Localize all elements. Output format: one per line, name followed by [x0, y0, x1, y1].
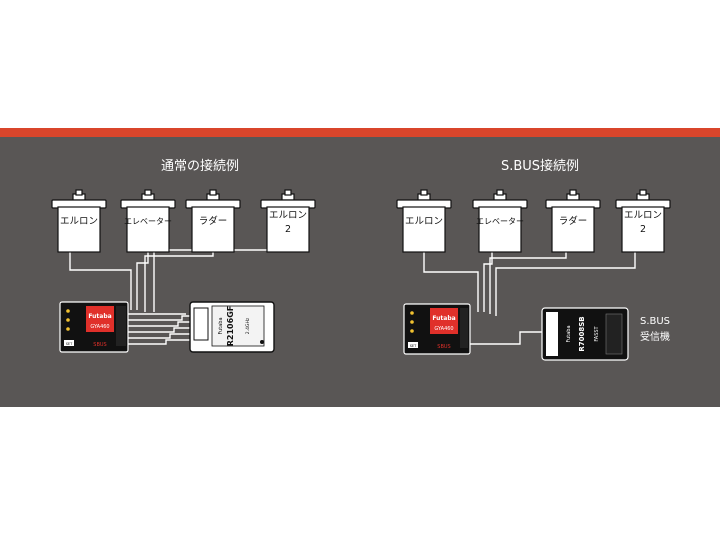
- svg-text:エレベーター: エレベーター: [124, 217, 172, 226]
- svg-text:Futaba: Futaba: [218, 317, 224, 334]
- right-gyro-unit: Futaba GYA460 SBUS SET: [403, 303, 471, 355]
- diagram-panel: [0, 137, 720, 407]
- svg-text:Futaba: Futaba: [566, 325, 572, 342]
- right-servo-rudder: ラダー: [545, 189, 601, 253]
- right-title: S.BUS接続例: [501, 158, 579, 174]
- left-receiver: R2106GF Futaba 2.4GHz: [189, 301, 275, 353]
- svg-text:SET: SET: [410, 344, 417, 348]
- left-servo-rudder: ラダー: [185, 189, 241, 253]
- left-servo-elevator: エレベーター: [120, 189, 176, 253]
- svg-text:受信機: 受信機: [640, 330, 670, 343]
- svg-text:R7008SB: R7008SB: [578, 316, 586, 351]
- svg-text:エルロン: エルロン: [624, 210, 662, 221]
- svg-text:ラダー: ラダー: [199, 215, 228, 227]
- svg-text:SBUS: SBUS: [93, 342, 106, 348]
- left-servo-aileron: エルロン: [51, 189, 107, 253]
- svg-text:エルロン: エルロン: [405, 216, 443, 227]
- svg-text:GYA460: GYA460: [90, 324, 109, 330]
- svg-text:2.4GHz: 2.4GHz: [245, 317, 251, 334]
- svg-text:2: 2: [640, 224, 646, 235]
- left-title: 通常の接続例: [161, 158, 239, 174]
- svg-text:S.BUS: S.BUS: [640, 316, 670, 327]
- svg-text:エレベーター: エレベーター: [476, 217, 524, 226]
- svg-text:Futaba: Futaba: [88, 313, 111, 320]
- accent-stripe: [0, 128, 720, 137]
- svg-text:エルロン: エルロン: [60, 216, 98, 227]
- svg-text:Futaba: Futaba: [432, 315, 455, 322]
- right-servo-aileron-2: エルロン 2: [615, 189, 671, 253]
- right-servo-elevator: エレベーター: [472, 189, 528, 253]
- svg-text:ラダー: ラダー: [559, 215, 588, 227]
- svg-text:SBUS: SBUS: [437, 344, 450, 350]
- svg-text:FASST: FASST: [594, 325, 600, 341]
- svg-text:SET: SET: [66, 342, 73, 346]
- right-servo-aileron: エルロン: [396, 189, 452, 253]
- left-servo-aileron-2: エルロン 2: [260, 189, 316, 253]
- svg-text:GYA460: GYA460: [434, 326, 453, 332]
- svg-text:R2106GF: R2106GF: [226, 306, 235, 346]
- sbus-receiver-caption: S.BUS 受信機: [640, 316, 670, 343]
- right-receiver: R7008SB Futaba FASST: [541, 307, 629, 361]
- svg-text:2: 2: [285, 224, 291, 235]
- left-gyro-unit: Futaba GYA460 SBUS SET: [59, 301, 129, 353]
- svg-text:エルロン: エルロン: [269, 210, 307, 221]
